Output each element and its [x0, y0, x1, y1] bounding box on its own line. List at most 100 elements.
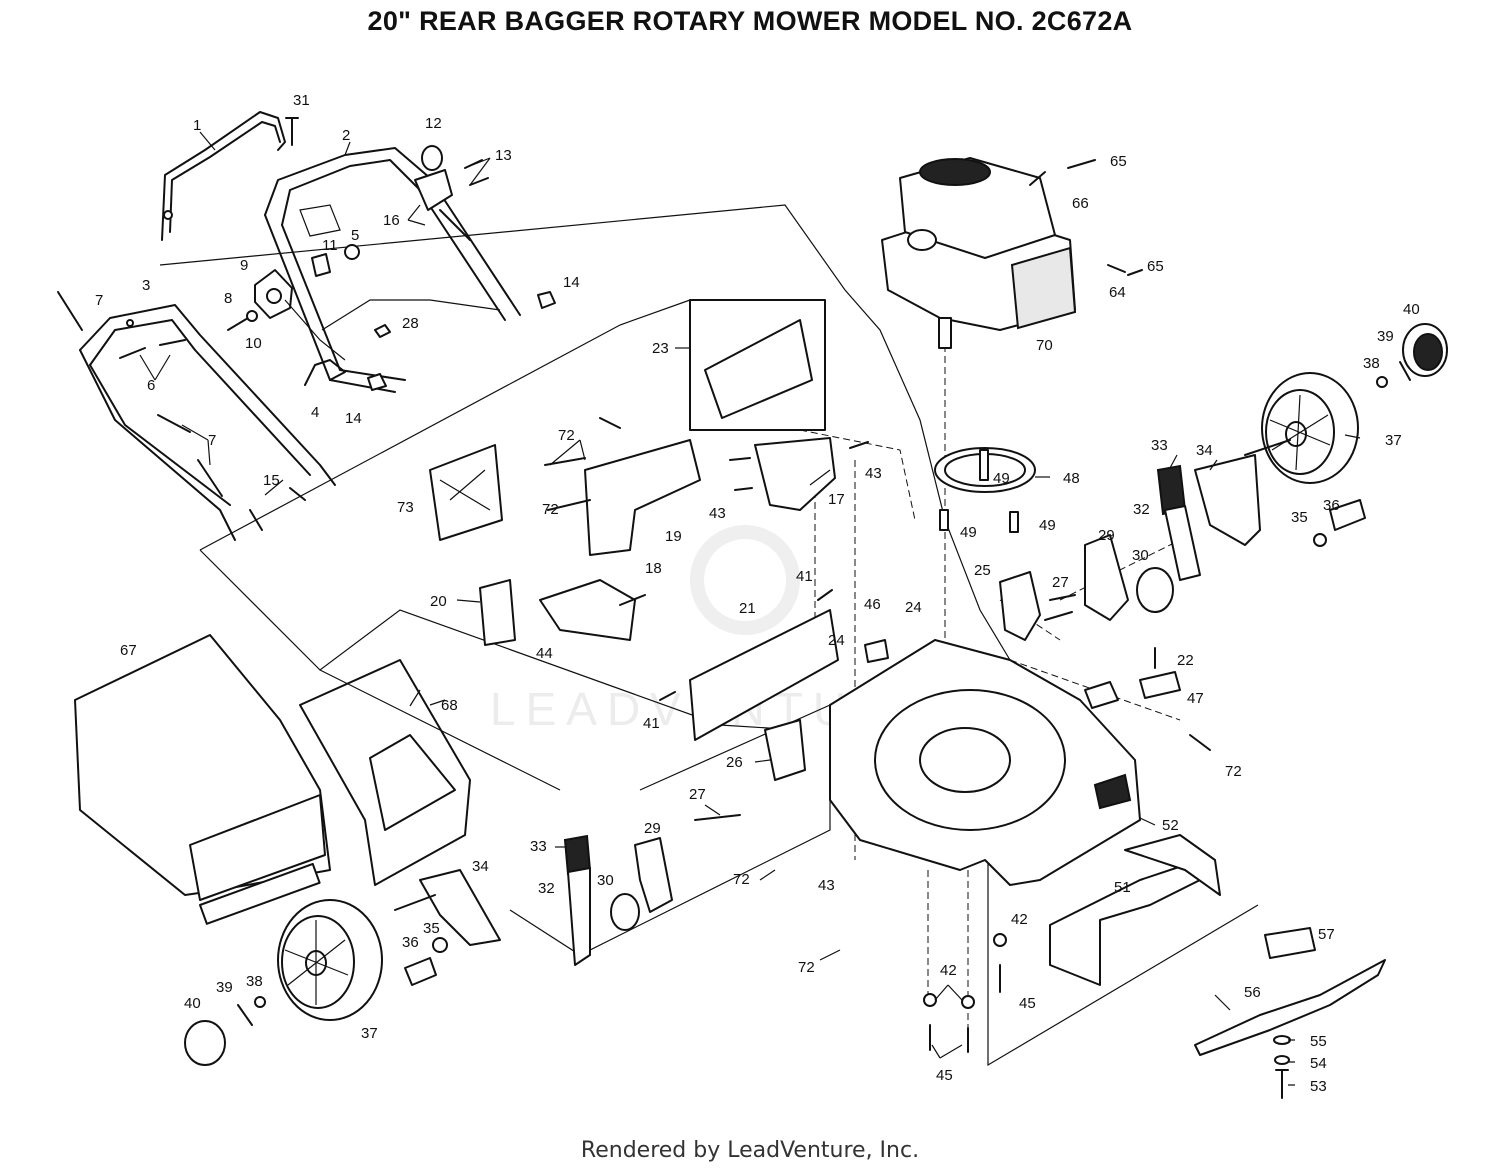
bolt-7a [57, 291, 83, 331]
callout-66: 66 [1072, 195, 1089, 212]
callout-14a: 14 [563, 274, 580, 291]
bracket-20 [479, 579, 516, 646]
washer-42c [961, 995, 975, 1009]
washer-54 [1274, 1055, 1290, 1065]
callout-36b: 36 [402, 934, 419, 951]
callout-25: 25 [974, 562, 991, 579]
washer-35-left [432, 937, 448, 953]
callout-9: 9 [240, 257, 248, 274]
callout-34b: 34 [472, 858, 489, 875]
callout-3: 3 [142, 277, 150, 294]
bolts-43 [729, 441, 869, 491]
washer-42b [923, 993, 937, 1007]
callout-30b: 30 [597, 872, 614, 889]
upper-handle-grip [161, 111, 286, 241]
washer-38-right [1376, 376, 1388, 388]
callout-51: 51 [1114, 879, 1131, 896]
throttle-control [254, 269, 293, 319]
bolt-36-left [404, 957, 437, 986]
callout-33b: 33 [530, 838, 547, 855]
callout-41a: 41 [796, 568, 813, 585]
axle-left [394, 894, 436, 911]
callout-22: 22 [1177, 652, 1194, 669]
callout-45b: 45 [936, 1067, 953, 1084]
roller-30-right [1136, 567, 1174, 613]
bracket-19 [584, 439, 701, 556]
callout-65b: 65 [1147, 258, 1164, 275]
height-adjuster-right [1156, 439, 1291, 581]
control-cable [284, 299, 501, 361]
callout-55: 55 [1310, 1033, 1327, 1050]
callout-32b: 32 [538, 880, 555, 897]
callout-27b: 27 [689, 786, 706, 803]
washer-42a [993, 933, 1007, 947]
callout-49a: 49 [993, 470, 1010, 487]
chute-17 [754, 437, 836, 511]
mower-deck [829, 639, 1211, 886]
upper-handle [264, 147, 521, 393]
callout-39a: 39 [1377, 328, 1394, 345]
clip-39-left [237, 1004, 253, 1026]
knob-6 [119, 339, 186, 359]
callout-73: 73 [397, 499, 414, 516]
callout-10: 10 [245, 335, 262, 352]
washer-38-left [254, 996, 266, 1008]
callout-72c: 72 [1225, 763, 1242, 780]
callout-38b: 38 [246, 973, 263, 990]
adapter-57 [1264, 927, 1316, 959]
engine-70 [881, 157, 1077, 349]
callout-64: 64 [1109, 284, 1126, 301]
callout-1: 1 [193, 117, 201, 134]
callout-39b: 39 [216, 979, 233, 996]
callout-2: 2 [342, 127, 350, 144]
callout-72e: 72 [798, 959, 815, 976]
callout-13: 13 [495, 147, 512, 164]
callout-53: 53 [1310, 1078, 1327, 1095]
leader-lines [139, 131, 1361, 1086]
callout-35b: 35 [423, 920, 440, 937]
callout-14b: 14 [345, 410, 362, 427]
callout-5: 5 [351, 227, 359, 244]
callout-42a: 42 [1011, 911, 1028, 928]
callout-52: 52 [1162, 817, 1179, 834]
callout-17: 17 [828, 491, 845, 508]
screw-65-66 [1029, 159, 1096, 186]
wheel-37-right [1261, 372, 1359, 484]
rear-flap-21 [689, 609, 839, 741]
callout-11: 11 [322, 237, 338, 254]
callout-44: 44 [536, 645, 553, 662]
footer-credit: Rendered by LeadVenture, Inc. [580, 1138, 920, 1163]
plate-29-right [1084, 534, 1129, 621]
decal-23-inset [689, 299, 826, 431]
callout-72a: 72 [558, 427, 575, 444]
clip-47 [1139, 671, 1181, 699]
callout-35a: 35 [1291, 509, 1308, 526]
hubcap-40-right [1402, 323, 1448, 377]
cable-clip-4 [304, 359, 346, 386]
callout-18: 18 [645, 560, 662, 577]
bolts-27-left [694, 814, 741, 821]
tabs-49 [939, 509, 1019, 533]
callout-40a: 40 [1403, 301, 1420, 318]
bracket-34-left [419, 869, 501, 946]
diagram-title: 20" REAR BAGGER ROTARY MOWER MODEL NO. 2… [367, 6, 1133, 36]
callout-labels: 1 31 2 12 13 16 11 5 7 3 9 8 10 6 28 14 … [95, 92, 1420, 1095]
callout-37a: 37 [1385, 432, 1402, 449]
callout-29a: 29 [1098, 527, 1115, 544]
washer-35-right [1313, 533, 1327, 547]
callout-38a: 38 [1363, 355, 1380, 372]
callout-33a: 33 [1151, 437, 1168, 454]
callout-67: 67 [120, 642, 137, 659]
bolt-8 [227, 317, 249, 331]
callout-30a: 30 [1132, 547, 1149, 564]
baffle-51 [1049, 864, 1211, 986]
callout-15: 15 [263, 472, 280, 489]
bag-frame-68 [299, 659, 471, 886]
hubcap-40-left [184, 1020, 226, 1066]
callout-49b: 49 [960, 524, 977, 541]
decal-11 [311, 253, 331, 277]
callout-65a: 65 [1110, 153, 1127, 170]
lever-32-left [567, 867, 591, 966]
bracket-26 [764, 719, 806, 781]
